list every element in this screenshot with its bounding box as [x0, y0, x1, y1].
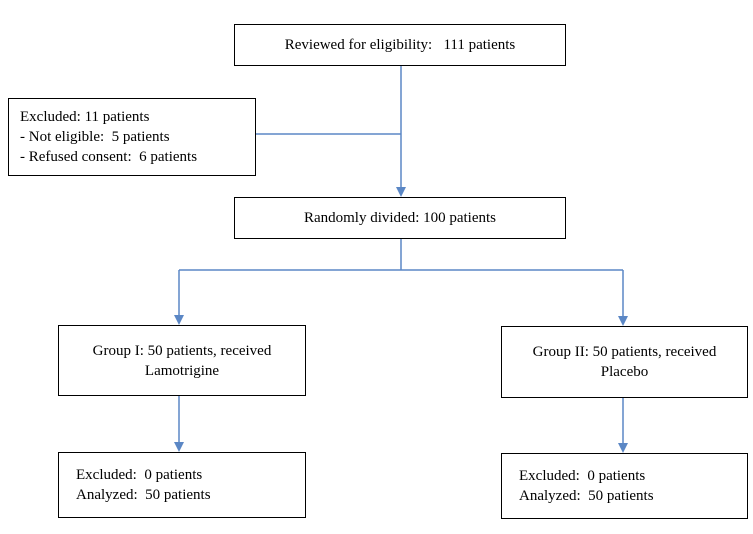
- node-randomly-divided: Randomly divided: 100 patients: [234, 197, 566, 239]
- node-reviewed-for-eligibility: Reviewed for eligibility: 111 patients: [234, 24, 566, 66]
- node-group-1: Group I: 50 patients, received Lamotrigi…: [58, 325, 306, 396]
- node-excluded-line: Excluded: 11 patients: [20, 109, 150, 125]
- node-outcome-2: Excluded: 0 patients Analyzed: 50 patien…: [501, 453, 748, 519]
- node-reviewed-text: Reviewed for eligibility: 111 patients: [284, 37, 516, 53]
- node-outcome-2-line: Analyzed: 50 patients: [519, 488, 654, 504]
- node-randomized-text: Randomly divided: 100 patients: [303, 210, 497, 226]
- node-group-1-line: Group I: 50 patients, received: [92, 342, 272, 359]
- node-group-2: Group II: 50 patients, received Placebo: [501, 326, 748, 398]
- node-outcome-2-line: Excluded: 0 patients: [519, 468, 646, 484]
- node-outcome-1: Excluded: 0 patients Analyzed: 50 patien…: [58, 452, 306, 518]
- node-outcome-1-line: Excluded: 0 patients: [76, 467, 203, 483]
- node-excluded-line: - Refused consent: 6 patients: [20, 149, 198, 165]
- node-group-2-line: Group II: 50 patients, received: [532, 344, 717, 360]
- node-excluded-line: - Not eligible: 5 patients: [20, 129, 170, 145]
- node-excluded: Excluded: 11 patients - Not eligible: 5 …: [8, 98, 256, 176]
- node-group-2-line: Placebo: [600, 364, 649, 380]
- node-outcome-1-line: Analyzed: 50 patients: [76, 487, 211, 503]
- node-group-1-line: Lamotrigine: [144, 362, 220, 379]
